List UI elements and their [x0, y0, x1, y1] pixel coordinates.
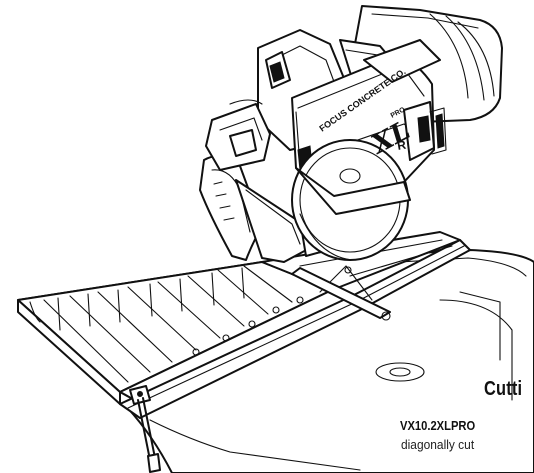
caption-description: diagonally cut [401, 437, 475, 452]
cutting-table [17, 261, 353, 415]
head-mechanism [205, 29, 353, 171]
caption-title: Cutti [484, 378, 523, 400]
diamond-blade [291, 139, 411, 261]
caption-model-number: VX10.2XLPRO [400, 418, 476, 433]
cart-lock-handle [129, 385, 161, 473]
model-badge-letter: R [396, 138, 407, 153]
